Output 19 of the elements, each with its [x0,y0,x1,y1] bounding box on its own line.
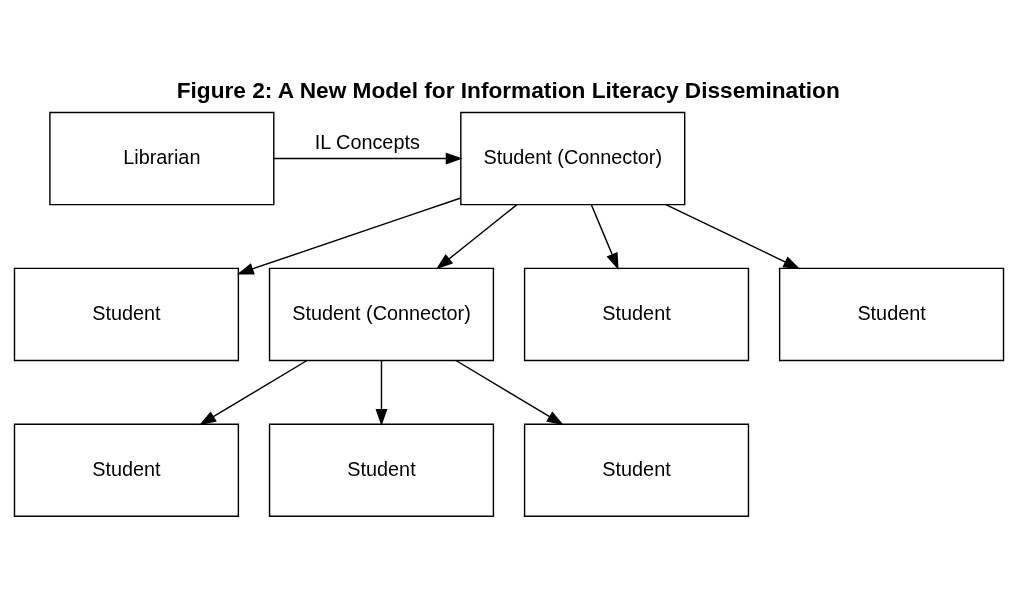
arrow [273,152,463,165]
edge-label: IL Concepts [314,130,420,153]
node-box: Student [13,423,240,518]
arrow [590,203,619,270]
node-box: Student (Connector) [460,111,686,206]
arrow [199,359,308,426]
node-box: Student [268,423,495,518]
node-box: Student [778,267,1005,362]
arrow [436,203,518,270]
arrow [665,203,801,270]
node-box: Student [523,267,750,362]
node-box: Student [523,423,750,518]
node-box: Librarian [49,111,275,206]
node-box: Student (Connector) [268,267,495,362]
arrow [236,197,462,275]
node-box: Student [13,267,240,362]
diagram-title: Figure 2: A New Model for Information Literacy Dissemination [176,77,840,104]
arrow [375,359,388,427]
arrow [455,359,564,426]
